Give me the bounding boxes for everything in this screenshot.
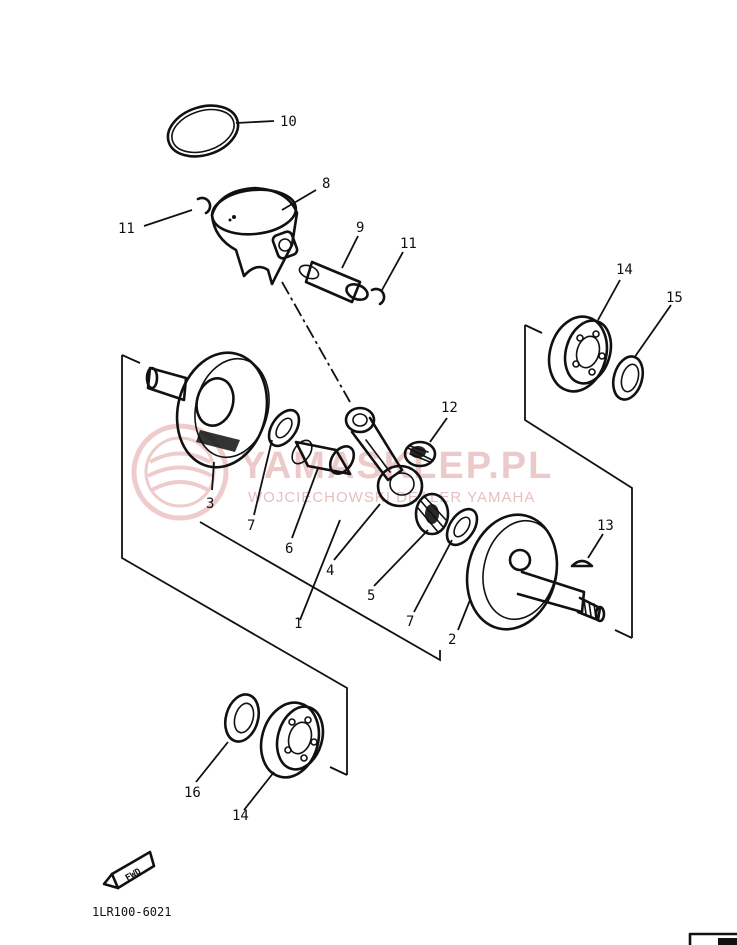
connecting-rod <box>344 406 424 508</box>
leader-lines <box>143 120 672 811</box>
big-end-bearing <box>414 492 450 536</box>
watermark: YAMASKLEP.PL WOJCIECHOWSKI DEALER YAMAHA <box>131 423 551 521</box>
piston-pin-clip-right <box>370 287 386 306</box>
callout-15: 15 <box>666 290 683 306</box>
forward-label: FWD <box>124 867 144 884</box>
piston-pin-clip-left <box>196 196 212 215</box>
drawing-code: 1LR100-6021 <box>92 905 171 919</box>
callout-14-bottom: 14 <box>232 808 249 824</box>
assembly-bracket-left <box>121 354 348 776</box>
watermark-sub-text: WOJCIECHOWSKI DEALER YAMAHA <box>248 489 535 506</box>
small-end-bearing <box>403 440 437 468</box>
callout-16: 16 <box>184 785 201 801</box>
callout-11-left: 11 <box>118 221 135 237</box>
crankshaft-right-half <box>465 513 606 631</box>
corner-mark <box>688 932 737 945</box>
callout-5: 5 <box>367 588 375 604</box>
callout-4: 4 <box>326 563 334 579</box>
callout-10: 10 <box>280 114 297 130</box>
thrust-washer-left <box>267 408 301 448</box>
callout-6: 6 <box>285 541 293 557</box>
callout-3: 3 <box>206 496 214 512</box>
callout-11-right: 11 <box>400 236 417 252</box>
crank-bearing-left <box>259 701 325 779</box>
woodruff-key <box>570 559 594 568</box>
crankshaft-assembly-bracket <box>199 521 441 662</box>
callout-7-right: 7 <box>406 614 414 630</box>
callout-13: 13 <box>597 518 614 534</box>
piston-pin <box>298 260 369 304</box>
piston-ring <box>166 104 240 158</box>
crank-pin <box>291 439 356 476</box>
piston <box>210 186 299 286</box>
oil-seal-left <box>223 693 261 743</box>
callout-8: 8 <box>322 176 330 192</box>
callout-1: 1 <box>294 616 302 632</box>
crank-bearing-right <box>547 315 613 393</box>
callout-labels: 10 8 11 9 11 14 15 12 3 7 13 6 4 5 7 1 2… <box>118 114 683 824</box>
crankshaft-left-half <box>145 351 270 469</box>
callout-14-top: 14 <box>616 262 633 278</box>
forward-arrow-icon: FWD <box>102 850 156 890</box>
oil-seal-right <box>611 355 645 401</box>
assembly-bracket-right <box>524 324 633 639</box>
piston-centerline <box>281 281 351 403</box>
callout-9: 9 <box>356 220 364 236</box>
callout-2: 2 <box>448 632 456 648</box>
callout-7-left: 7 <box>247 518 255 534</box>
callout-12: 12 <box>441 400 458 416</box>
